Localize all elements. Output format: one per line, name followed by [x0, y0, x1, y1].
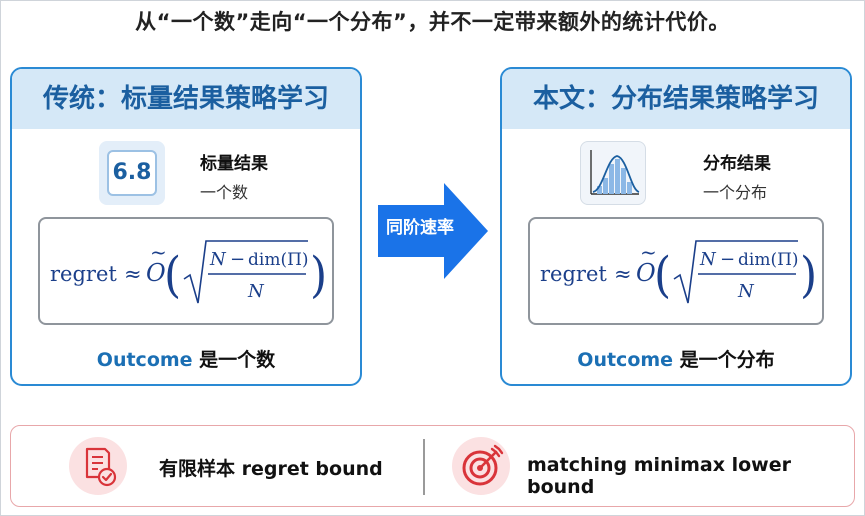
headline: 从“一个数”走向“一个分布”，并不一定带来额外的统计代价。 — [135, 10, 730, 34]
scalar-result-title: 标量结果 — [200, 154, 268, 174]
formula-big-o: O — [146, 259, 166, 287]
formula-numerator-dim: dim(Π) — [248, 250, 309, 270]
distribution-panel-title: 本文：分布结果策略学习 — [502, 69, 850, 129]
outcome-text: 是一个数 — [192, 349, 276, 371]
number-badge-value: 6.8 — [107, 150, 157, 196]
scalar-regret-formula: regret ≈ O ~ ( N − dim(Π) N ) — [38, 217, 334, 325]
scalar-panel: 传统：标量结果策略学习 6.8 标量结果 一个数 regret ≈ O ~ ( … — [10, 67, 362, 386]
sqrt-sign-icon — [183, 240, 308, 304]
formula-approx: ≈ — [614, 262, 632, 286]
distribution-panel: 本文：分布结果策略学习 分布结果 一个分布 regret ≈ O ~ ( N — [500, 67, 852, 386]
scalar-outcome-caption: Outcome 是一个数 — [12, 345, 360, 372]
formula-approx: ≈ — [124, 262, 142, 286]
formula-right-paren: ) — [310, 247, 327, 304]
formula-lhs: regret — [540, 262, 607, 286]
distribution-result-title: 分布结果 — [703, 154, 771, 174]
formula-left-paren: ( — [164, 247, 181, 304]
scalar-result-subtitle: 一个数 — [200, 183, 249, 202]
formula-left-paren: ( — [654, 247, 671, 304]
formula-denominator: N — [247, 281, 265, 302]
histogram-icon — [580, 141, 646, 205]
guarantees-bar: 有限样本 regret bound matching minimax lower… — [10, 425, 855, 507]
arrow-label: 同阶速率 — [386, 218, 454, 238]
formula-numerator-minus: − — [230, 249, 245, 270]
outcome-keyword: Outcome — [577, 349, 674, 371]
formula-numerator-dim: dim(Π) — [738, 250, 799, 270]
distribution-result-subtitle: 一个分布 — [703, 183, 768, 202]
formula-numerator-minus: − — [720, 249, 735, 270]
formula-numerator-n: N — [699, 249, 717, 270]
formula-tilde-icon: ~ — [640, 240, 657, 264]
sqrt-sign-icon — [673, 240, 798, 304]
matching-minimax-lower-bound: matching minimax lower bound — [527, 454, 791, 498]
formula-denominator: N — [737, 281, 755, 302]
formula-numerator-n: N — [209, 249, 227, 270]
outcome-text: 是一个分布 — [673, 349, 775, 371]
formula-lhs: regret — [50, 262, 117, 286]
distribution-outcome-caption: Outcome 是一个分布 — [502, 345, 850, 372]
distribution-regret-formula: regret ≈ O ~ ( N − dim(Π) N ) — [528, 217, 824, 325]
formula-tilde-icon: ~ — [150, 240, 167, 264]
right-arrow-icon — [378, 183, 488, 279]
finite-sample-regret-bound: 有限样本 regret bound — [159, 458, 383, 480]
formula-right-paren: ) — [800, 247, 817, 304]
divider — [423, 439, 425, 495]
formula-big-o: O — [636, 259, 656, 287]
target-icon — [452, 437, 510, 495]
scalar-panel-title: 传统：标量结果策略学习 — [12, 69, 360, 129]
outcome-keyword: Outcome — [96, 349, 193, 371]
document-check-icon — [69, 437, 127, 495]
number-badge-icon: 6.8 — [99, 141, 165, 205]
